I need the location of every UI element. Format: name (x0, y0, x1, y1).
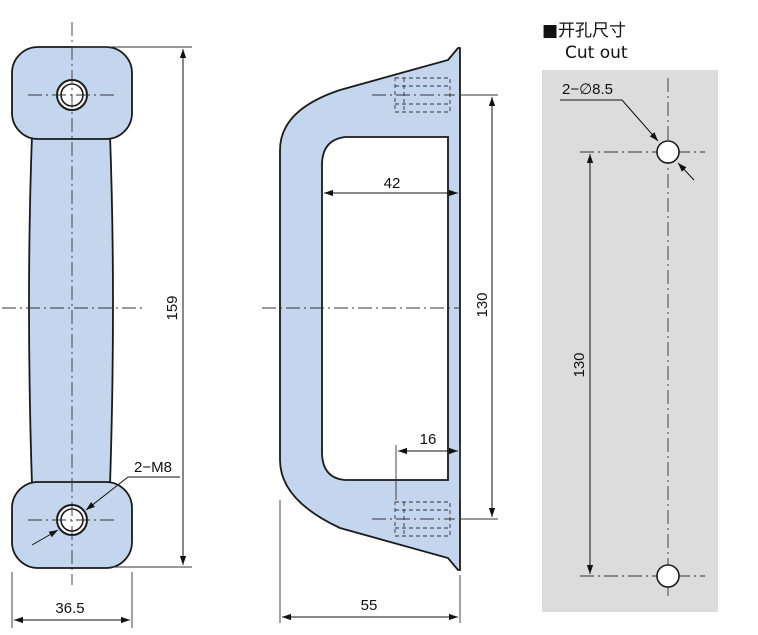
side-view-centerlines (262, 94, 460, 520)
thread-callout-label: 2−M8 (134, 459, 172, 476)
depth-dimension-label: 55 (361, 597, 378, 614)
cutout-bottom-hole (656, 564, 680, 588)
cutout-title-en: Cut out (565, 43, 628, 63)
hole-callout-label: 2−∅8.5 (562, 81, 613, 98)
cutout-top-hole (656, 140, 680, 164)
side-view-extension-lines (279, 94, 498, 623)
hole-leader (560, 99, 695, 181)
front-view: 159 36.5 2−M8 (2, 22, 192, 628)
height-dimension-label: 159 (164, 295, 181, 320)
front-view-centerlines (2, 22, 142, 585)
inner-depth-dimension-label: 42 (384, 175, 401, 192)
cutout-panel (542, 70, 718, 612)
cutout-centerlines (580, 78, 705, 600)
side-view: 42 130 16 55 (262, 47, 498, 623)
side-view-threaded-inserts (394, 77, 451, 537)
cutout-spacing-dimension-label: 130 (571, 352, 588, 377)
side-spacing-dimension-label: 130 (474, 292, 491, 317)
front-view-handle-body (28, 134, 114, 486)
cutout-title-cn: ■开孔尺寸 (542, 21, 626, 41)
cutout-section: ■开孔尺寸 Cut out 2−∅8.5 130 (542, 21, 718, 612)
thread-leader (31, 476, 180, 546)
side-view-handle-profile (279, 47, 461, 571)
insert-depth-dimension-label: 16 (420, 431, 437, 448)
front-view-extension-lines (11, 46, 192, 628)
width-dimension-label: 36.5 (55, 600, 84, 617)
